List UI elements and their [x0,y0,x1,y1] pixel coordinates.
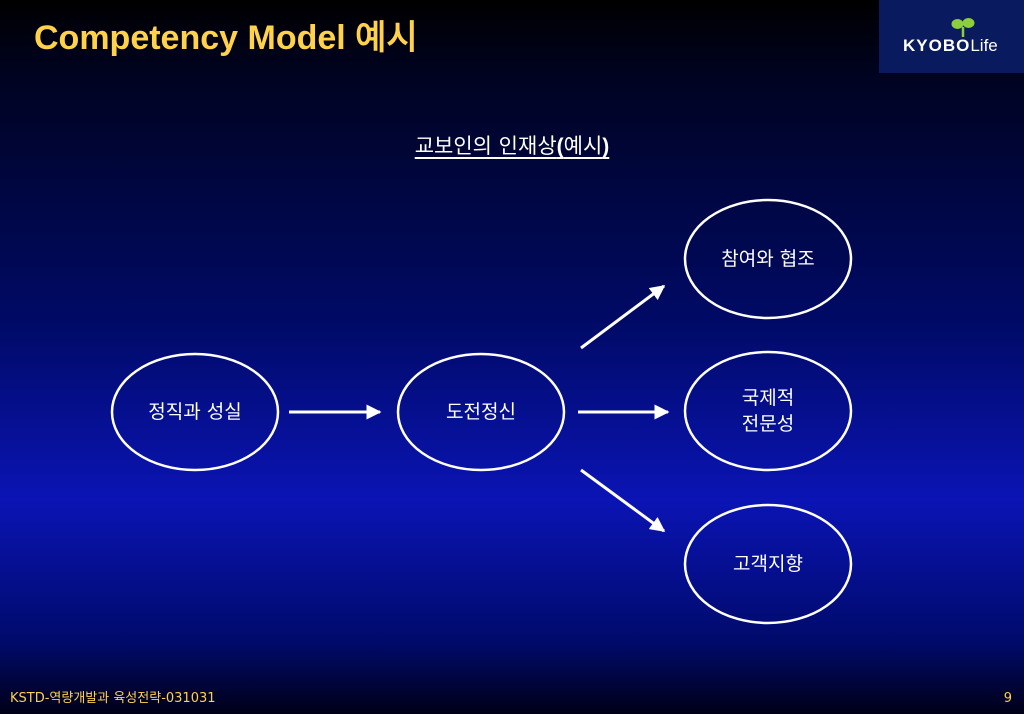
subtitle-paren-open: ( [556,135,564,158]
diagram-subtitle: 교보인의 인재상(예시) [0,130,1024,160]
node-participation-ellipse [683,198,853,320]
node-customer-ellipse [683,503,853,625]
logo-wordmark: KYOBOLife [903,36,998,56]
arrow-challenge-to-participation [580,284,666,350]
node-global-label: 국제적 전문성 [741,387,795,435]
subtitle-paren-close: ) [602,135,610,158]
slide-title: Competency Model 예시 [34,19,418,57]
arrow-challenge-to-customer [580,468,666,533]
node-customer-label: 고객지향 [733,553,803,575]
node-challenge-ellipse [396,352,566,472]
subtitle-paren-word: 예시 [563,134,603,158]
node-participation-label: 참여와 협조 [721,248,815,270]
kyobo-life-logo: KYOBOLife [879,0,1024,73]
node-challenge-label: 도전정신 [446,401,516,423]
logo-brand-bold: KYOBO [903,36,971,55]
page-number: 9 [1003,691,1012,706]
footer-document-code: KSTD-역량개발과 육성전략-031031 [10,691,216,706]
node-honesty-label: 정직과 성실 [148,401,242,423]
node-honesty-ellipse [110,352,280,472]
logo-brand-light: Life [970,36,998,55]
subtitle-main: 교보인의 인재상 [414,134,557,158]
sprout-icon [951,18,975,37]
node-global-ellipse [683,350,853,472]
